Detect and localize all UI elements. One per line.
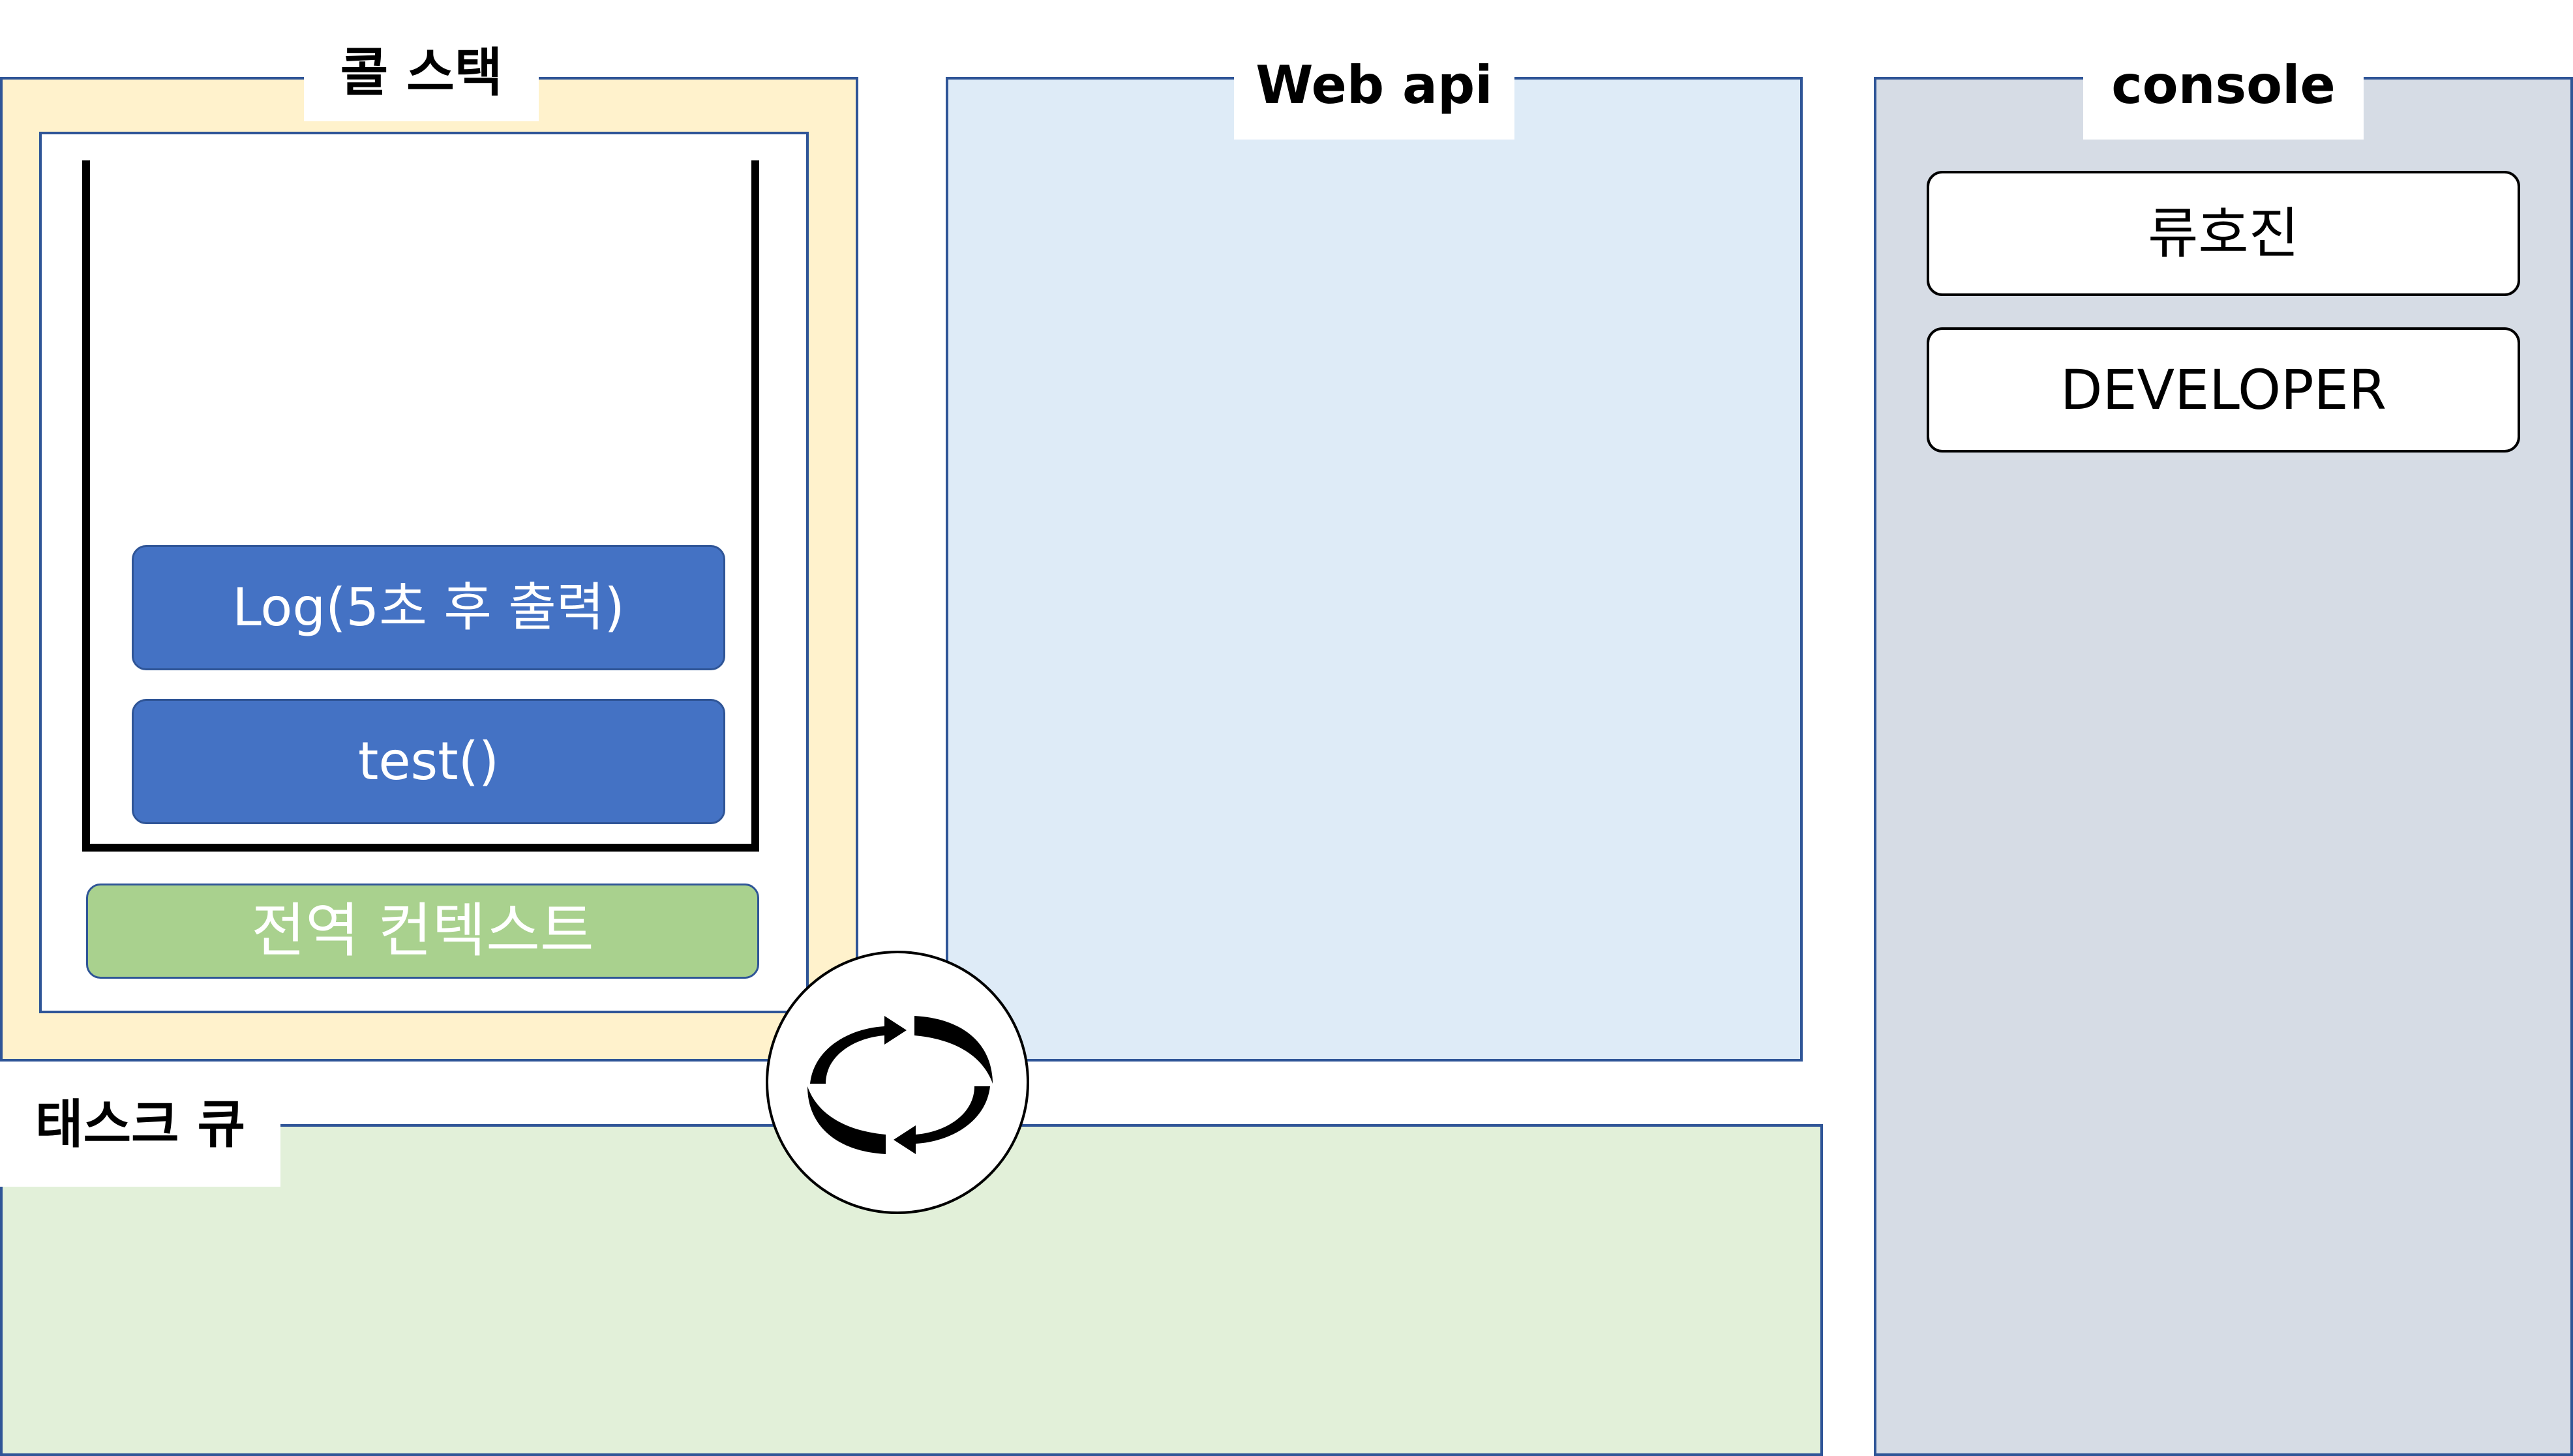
console-panel (1874, 77, 2573, 1456)
console-line-name: 류호진 (1927, 171, 2520, 296)
web-api-title: Web api (1234, 31, 1514, 140)
console-title: console (2083, 31, 2364, 140)
stack-right-wall (751, 160, 759, 852)
global-context: 전역 컨텍스트 (86, 884, 759, 979)
stack-frame-test: test() (132, 699, 725, 824)
stack-bottom (82, 844, 759, 852)
stack-frame-log: Log(5초 후 출력) (132, 545, 725, 670)
web-api-panel (946, 77, 1803, 1062)
event-loop-cycle-icon (807, 1016, 993, 1154)
call-stack-title: 콜 스택 (304, 25, 539, 121)
stack-left-wall (82, 160, 90, 852)
task-queue-title: 태스크 큐 (0, 1063, 280, 1187)
event-loop-circle (766, 951, 1029, 1214)
console-line-developer: DEVELOPER (1927, 327, 2520, 453)
